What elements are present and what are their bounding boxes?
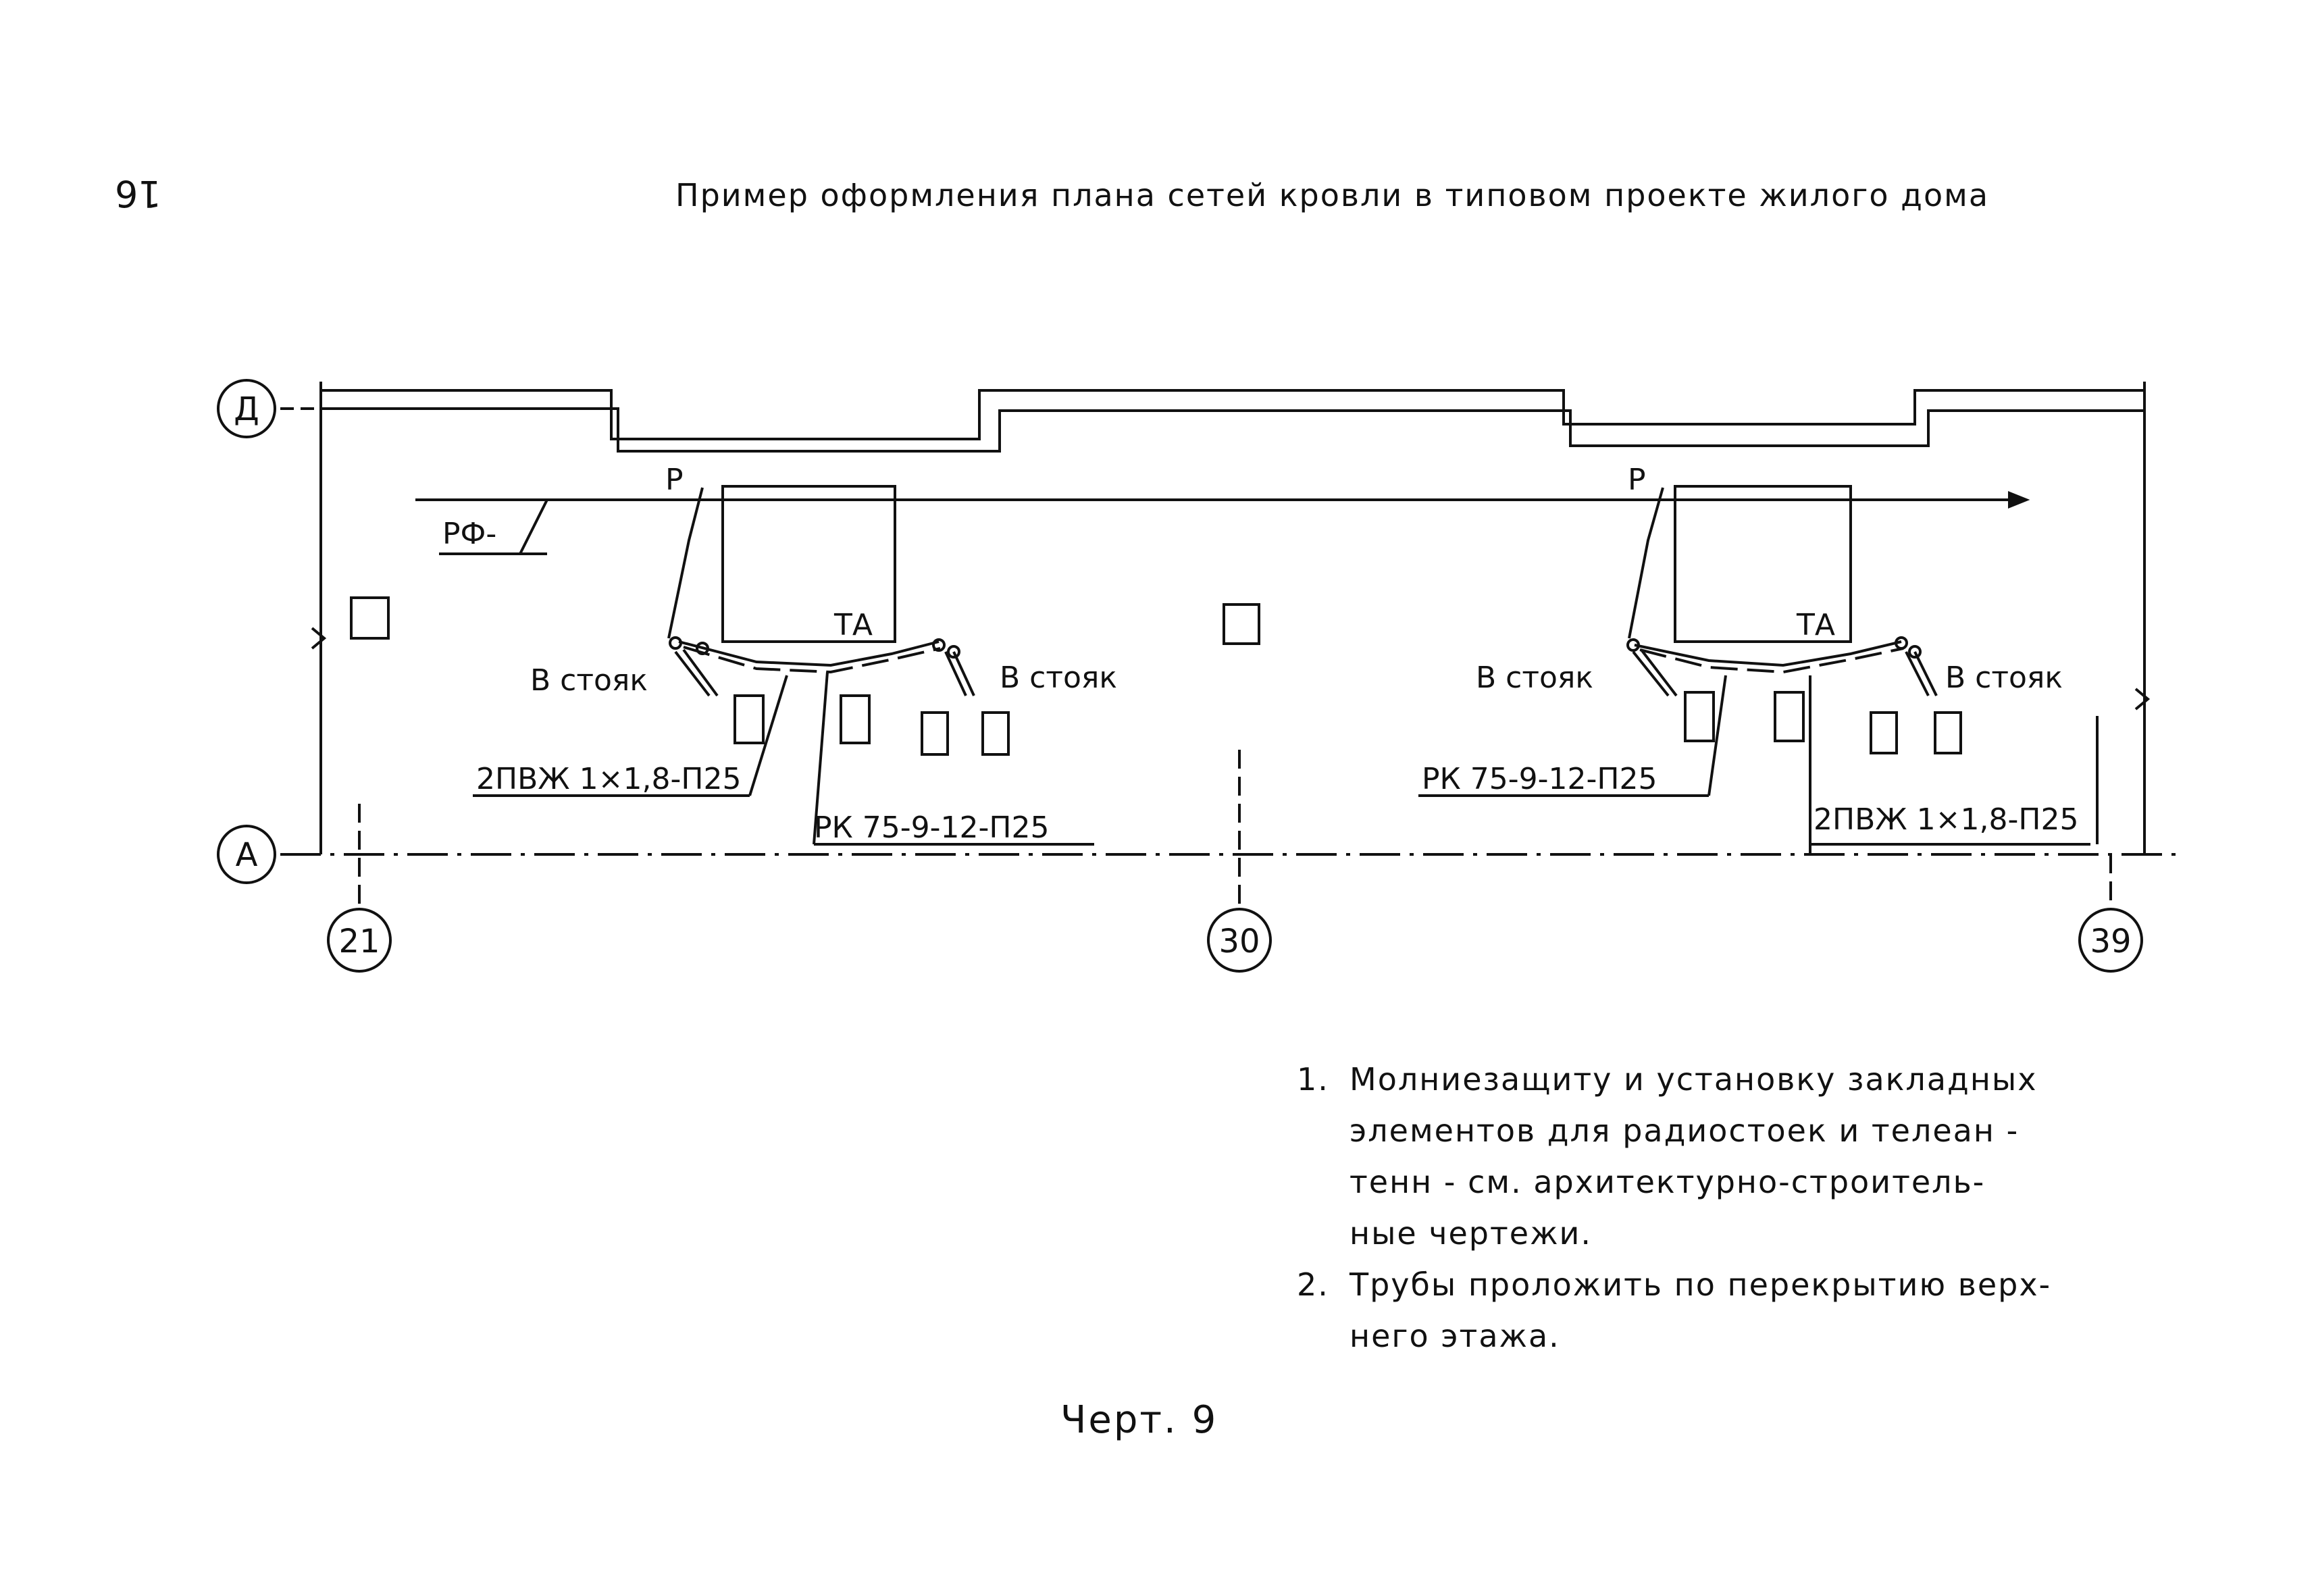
note-line: элементов для радиостоек и телеан -	[1349, 1112, 2020, 1149]
note-line: тенн - см. архитектурно-строитель-	[1349, 1164, 1986, 1200]
axis-bubble-39	[2078, 908, 2143, 973]
axis-label-a: А	[236, 836, 258, 874]
notes: 1. Молниезащиту и установку закладных эл…	[1297, 1054, 2051, 1362]
note-1: 1. Молниезащиту и установку закладных эл…	[1297, 1054, 2051, 1259]
label-wire-right: 2ПВЖ 1×1,8-П25	[1814, 802, 2078, 837]
label-stoyak-1: В стояк	[530, 663, 648, 698]
figure-caption: Черт. 9	[1060, 1398, 1218, 1442]
label-ta-right: ТА	[1796, 608, 1835, 642]
arrow-icon	[2008, 491, 2030, 509]
label-stoyak-3: В стояк	[1476, 661, 1593, 695]
note-line: него этажа.	[1349, 1318, 1560, 1354]
label-coax-left: РК 75-9-12-П25	[814, 810, 1049, 845]
roof-parapet-outline	[311, 382, 2151, 854]
note-line: Трубы проложить по перекрытию верх-	[1349, 1266, 2052, 1303]
page-title: Пример оформления плана сетей кровли в т…	[675, 177, 1990, 213]
label-wire-left: 2ПВЖ 1×1,8-П25	[476, 762, 741, 796]
right-section	[1418, 485, 2099, 854]
axis-bubble-30	[1207, 908, 1272, 973]
label-p-right: Р	[1628, 463, 1646, 497]
roof-openings	[350, 596, 1962, 756]
axis-bubble-a	[217, 825, 276, 884]
label-rf: РФ-	[442, 517, 496, 551]
axis-label-21: 21	[338, 923, 380, 960]
axis-label-d: Д	[234, 390, 259, 428]
note-line: Молниезащиту и установку закладных	[1349, 1061, 2038, 1098]
label-coax-right: РК 75-9-12-П25	[1422, 762, 1657, 796]
axis-label-30: 30	[1218, 923, 1260, 960]
label-ta-left: ТА	[833, 608, 873, 642]
note-line: ные чертежи.	[1349, 1215, 1593, 1252]
left-section	[439, 485, 1094, 846]
label-stoyak-4: В стояк	[1945, 661, 2063, 695]
note-2: 2. Трубы проложить по перекрытию верх- н…	[1297, 1259, 2051, 1362]
label-stoyak-2: В стояк	[1000, 661, 1117, 695]
label-p-left: Р	[665, 463, 684, 497]
note-number: 1.	[1297, 1061, 1329, 1098]
axis-label-39: 39	[2090, 923, 2131, 960]
axis-bubble-21	[327, 908, 392, 973]
note-number: 2.	[1297, 1266, 1329, 1303]
axis-bubble-d	[217, 379, 276, 438]
